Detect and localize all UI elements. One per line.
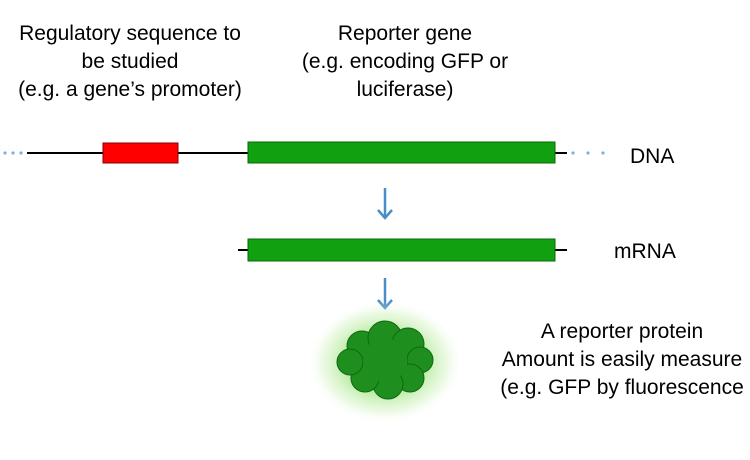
- protein-label-line3: (e.g. GFP by fluorescence: [500, 376, 744, 399]
- reporter-gene-label: Reporter gene (e.g. encoding GFP or luci…: [255, 20, 555, 104]
- promoter-segment: [102, 142, 179, 164]
- reporter-label-line2: (e.g. encoding GFP or: [301, 50, 509, 73]
- reporter-label-line3: luciferase): [356, 78, 454, 101]
- reporter-protein-icon: [336, 320, 434, 400]
- regulatory-sequence-label: Regulatory sequence to be studied (e.g. …: [0, 20, 280, 104]
- mrna-strand: [238, 238, 567, 262]
- regulatory-label-line2: be studied: [81, 50, 179, 73]
- mrna-label: mRNA: [614, 240, 676, 263]
- regulatory-label-line3: (e.g. a gene’s promoter): [18, 78, 242, 101]
- transcription-arrow: [377, 188, 393, 220]
- regulatory-label-line1: Regulatory sequence to: [19, 22, 241, 45]
- mrna-segment: [247, 238, 556, 262]
- protein-label-line2: Amount is easily measure: [501, 348, 743, 371]
- dna-left-dots: [3, 151, 23, 155]
- protein-label-line1: A reporter protein: [540, 320, 704, 343]
- reporter-gene-segment: [247, 141, 556, 164]
- dna-right-dots: [571, 151, 605, 155]
- reporter-label-line1: Reporter gene: [337, 22, 473, 45]
- dna-strand: [3, 141, 605, 164]
- dna-label: DNA: [630, 145, 675, 168]
- reporter-protein-label: A reporter protein Amount is easily meas…: [472, 318, 750, 402]
